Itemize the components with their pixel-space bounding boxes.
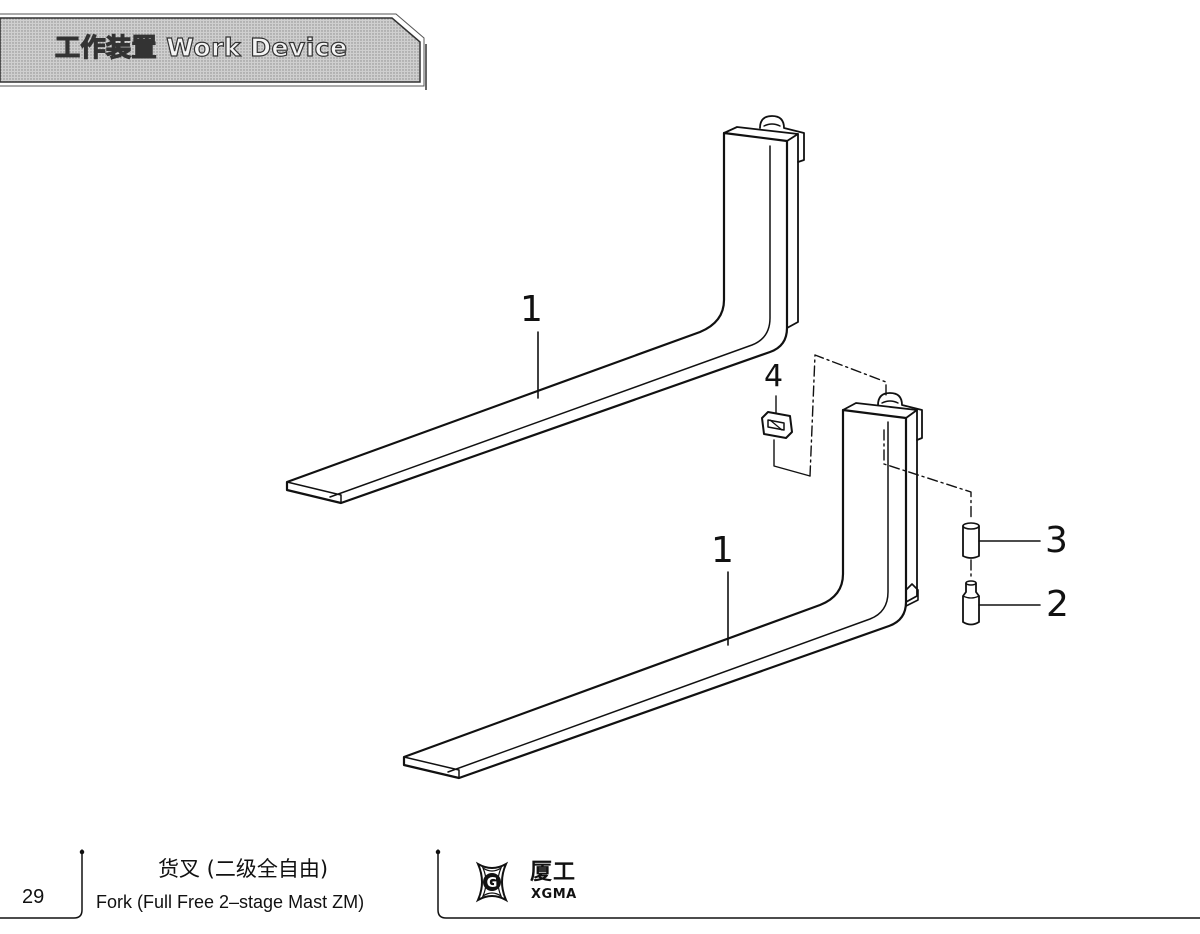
- fork-upper-drawing: [285, 115, 805, 505]
- callout-2: 2: [1046, 584, 1069, 625]
- callout-1-upper: 1: [520, 289, 543, 330]
- brand-english: XGMA: [531, 887, 577, 902]
- xgma-logo-icon: G: [475, 861, 509, 903]
- brand-chinese: 厦工: [530, 860, 577, 885]
- footer-rules: [0, 849, 1200, 919]
- callout-1-lower: 1: [711, 530, 734, 571]
- callout-3: 3: [1045, 520, 1068, 561]
- part-3-drawing: [962, 522, 980, 559]
- callout-4: 4: [764, 359, 784, 394]
- assembly-lines: [809, 354, 972, 579]
- caption-english: Fork (Full Free 2–stage Mast ZM): [96, 892, 365, 912]
- caption-chinese: 货叉 (二级全自由): [158, 857, 329, 881]
- part-4-drawing: [761, 411, 793, 439]
- fork-lower-drawing: [402, 392, 923, 780]
- section-header-tab: [0, 13, 427, 90]
- svg-text:G: G: [487, 876, 498, 891]
- page-number: 29: [22, 886, 45, 908]
- section-title: 工作装置 Work Device: [54, 32, 348, 62]
- part-2-drawing: [962, 580, 980, 626]
- leader-4: [773, 395, 811, 477]
